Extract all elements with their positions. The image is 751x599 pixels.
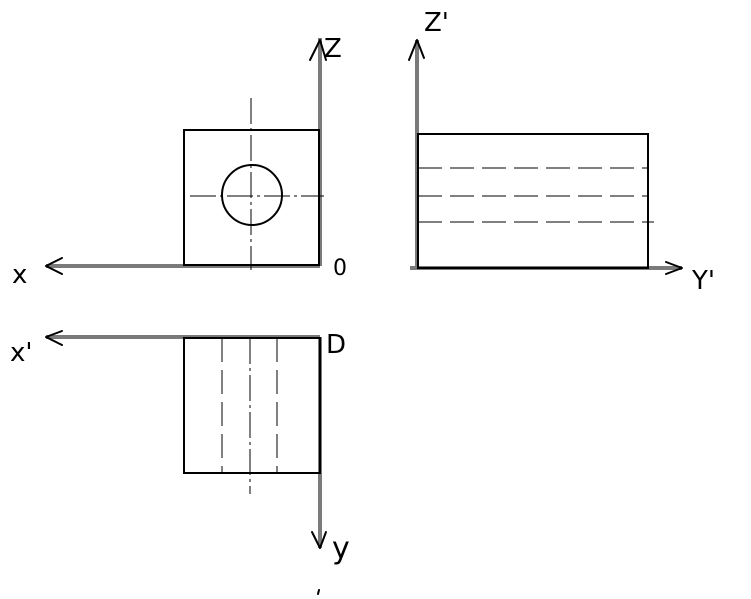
- origin-label-top: 0: [333, 256, 347, 281]
- z-axis-label: Z: [324, 34, 342, 64]
- x-axis-arrowhead: [45, 257, 63, 275]
- x1-axis-arrowhead: [45, 330, 63, 346]
- z-axis-arrowhead: [309, 39, 327, 61]
- front-view-hole-circle: [221, 164, 283, 226]
- side-view-outline: [417, 133, 649, 269]
- x-axis-label: x: [12, 260, 28, 290]
- stray-mark: [317, 589, 320, 595]
- x1-axis-label: x': [10, 338, 33, 368]
- y-axis-arrowhead: [311, 531, 327, 549]
- y1-axis-arrowhead: [665, 261, 683, 275]
- top-view-outline: [183, 337, 321, 474]
- z1-axis-label: Z': [424, 8, 449, 38]
- z1-axis-arrowhead: [408, 39, 425, 61]
- origin-label-bottom: D: [326, 330, 347, 360]
- y1-axis-label: Y': [692, 266, 716, 296]
- y-axis-label: y: [332, 531, 350, 566]
